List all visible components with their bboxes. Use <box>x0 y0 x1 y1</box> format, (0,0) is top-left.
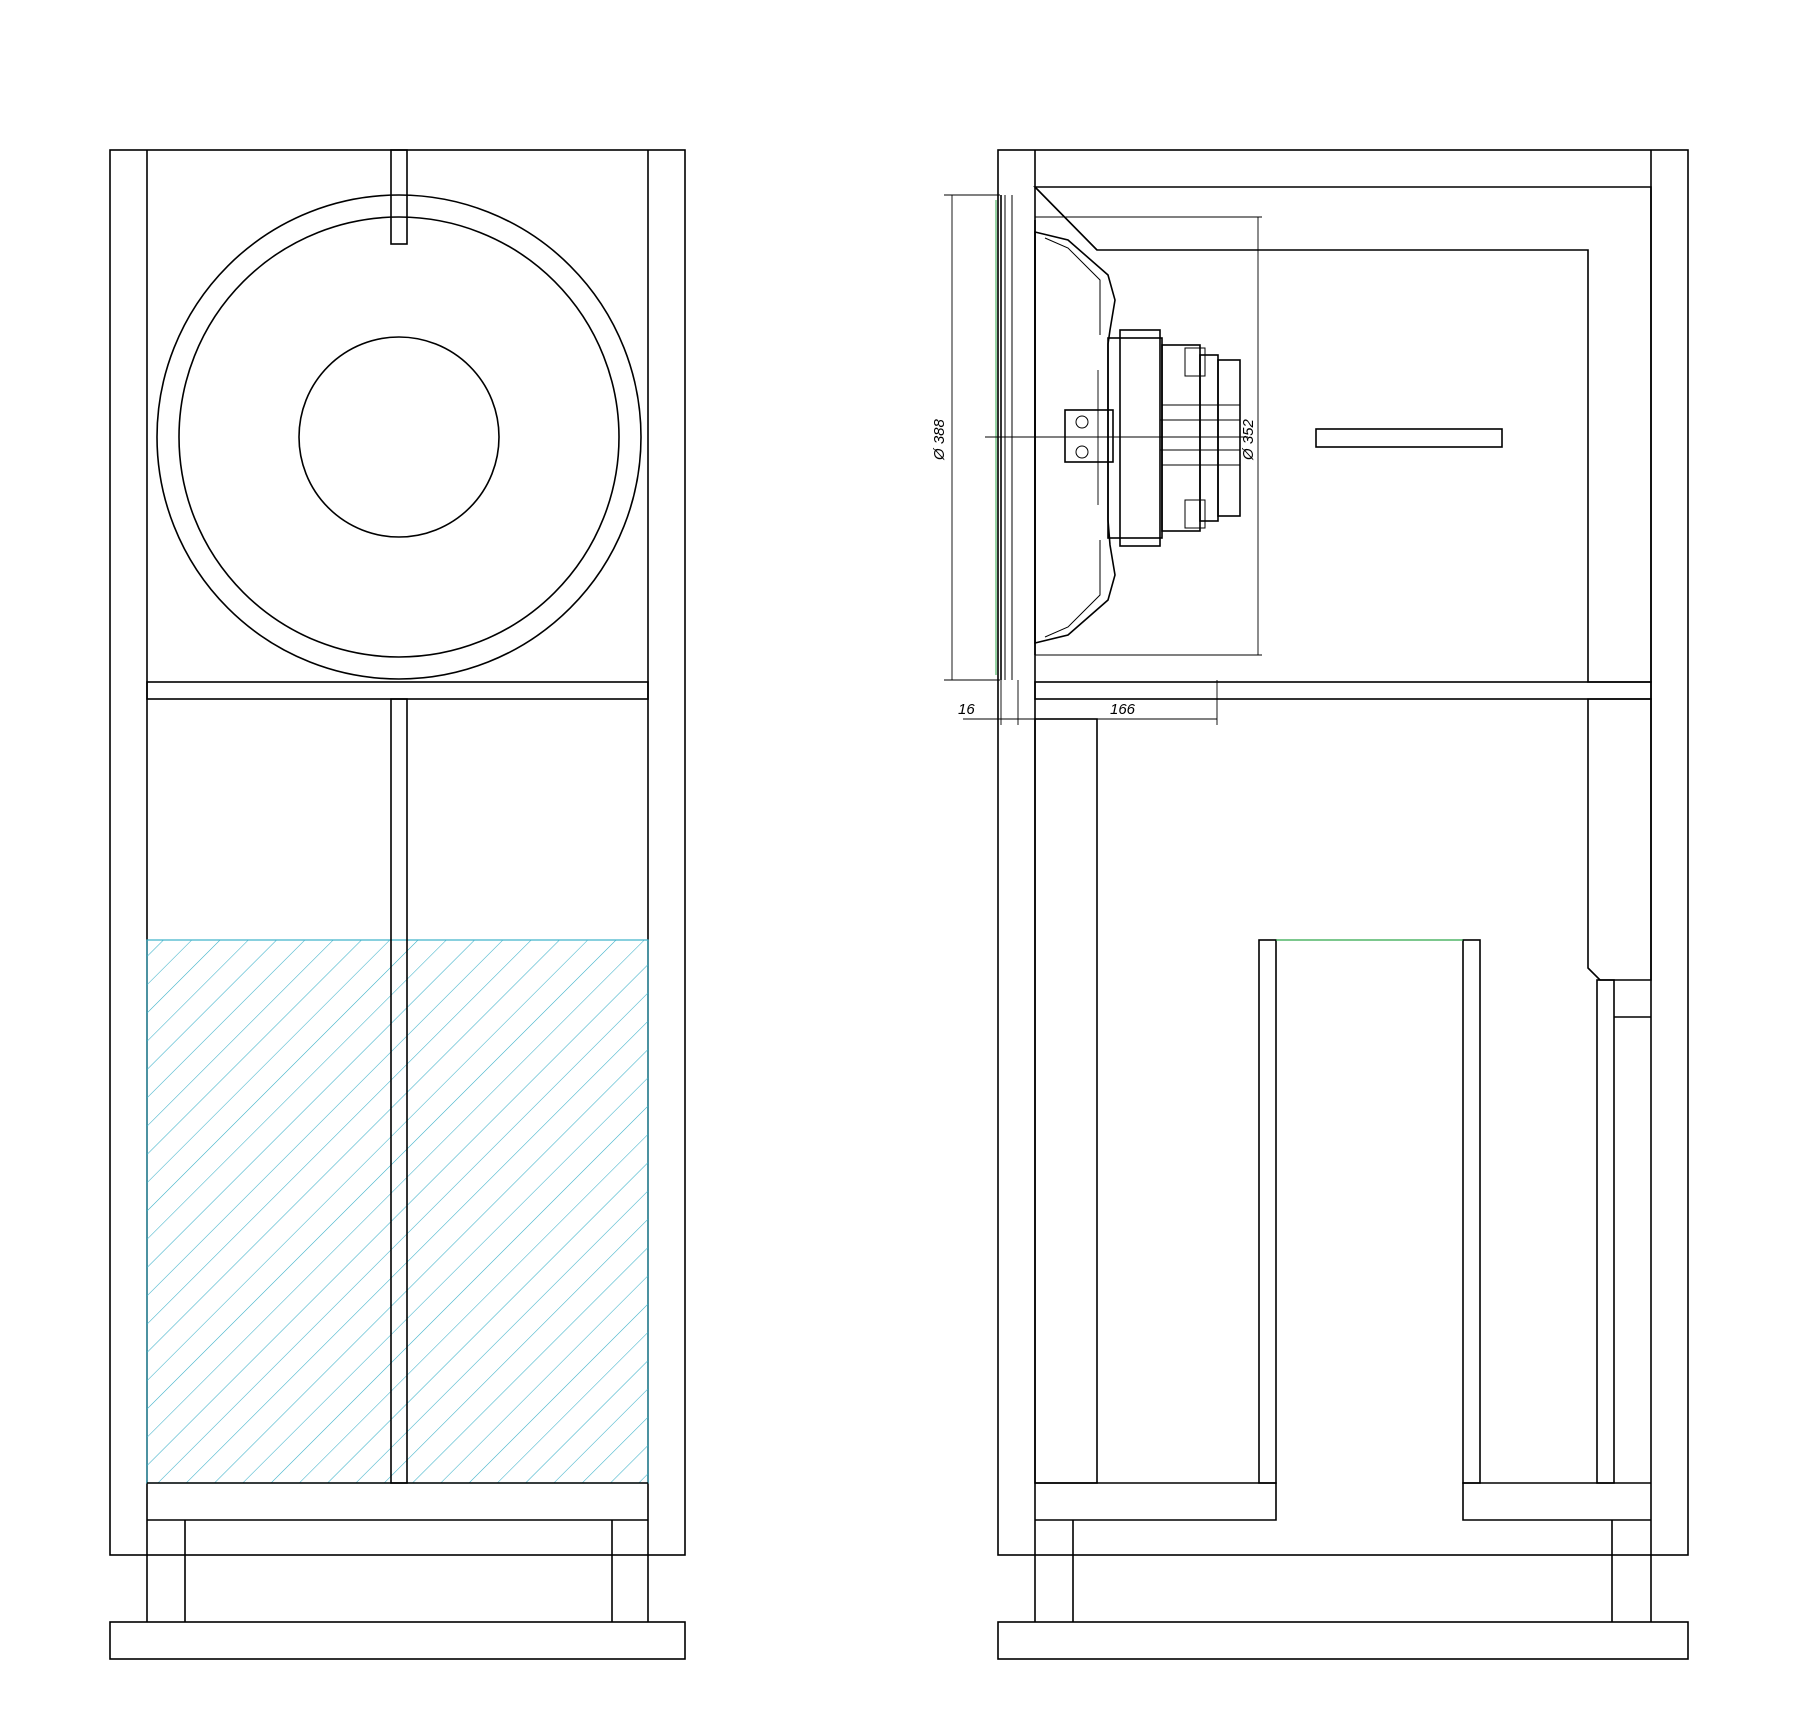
driver-frame-outer-ring <box>156 194 642 680</box>
dimension-352: Ø 352 <box>1240 418 1257 461</box>
driver-frame-inner-ring <box>178 216 620 658</box>
dimension-annotations: Ø 388 Ø 352 16 166 <box>931 194 1262 725</box>
side-small-baffle <box>1315 428 1503 448</box>
driver-side-profile <box>985 195 1248 680</box>
side-right-port-wall <box>1596 979 1615 1484</box>
dimension-166: 166 <box>1110 701 1136 718</box>
vent-tube-right-wall <box>1462 939 1481 1484</box>
side-view: Ø 388 Ø 352 16 166 <box>931 149 1689 1660</box>
front-plinth <box>109 1621 686 1660</box>
dimension-388: Ø 388 <box>931 418 948 461</box>
side-top-chamfer <box>1034 186 1098 251</box>
side-right-lower-wall <box>1587 698 1652 981</box>
side-bottom-board-left <box>1035 1482 1277 1521</box>
front-shelf <box>146 681 649 700</box>
front-view <box>109 149 686 1660</box>
damping-material-fill <box>146 939 649 1484</box>
front-top-brace <box>390 149 408 245</box>
side-left-lower-wall <box>1034 718 1098 1484</box>
driver-dust-cap <box>298 336 500 538</box>
dimension-16: 16 <box>958 701 975 718</box>
side-shelf <box>1034 681 1652 700</box>
side-plinth <box>997 1621 1689 1660</box>
side-bottom-board-right <box>1462 1482 1651 1521</box>
side-upper-hatched-wall <box>1033 186 1652 683</box>
vent-tube-left-wall <box>1258 939 1277 1484</box>
side-outer-panel <box>997 149 1689 1556</box>
